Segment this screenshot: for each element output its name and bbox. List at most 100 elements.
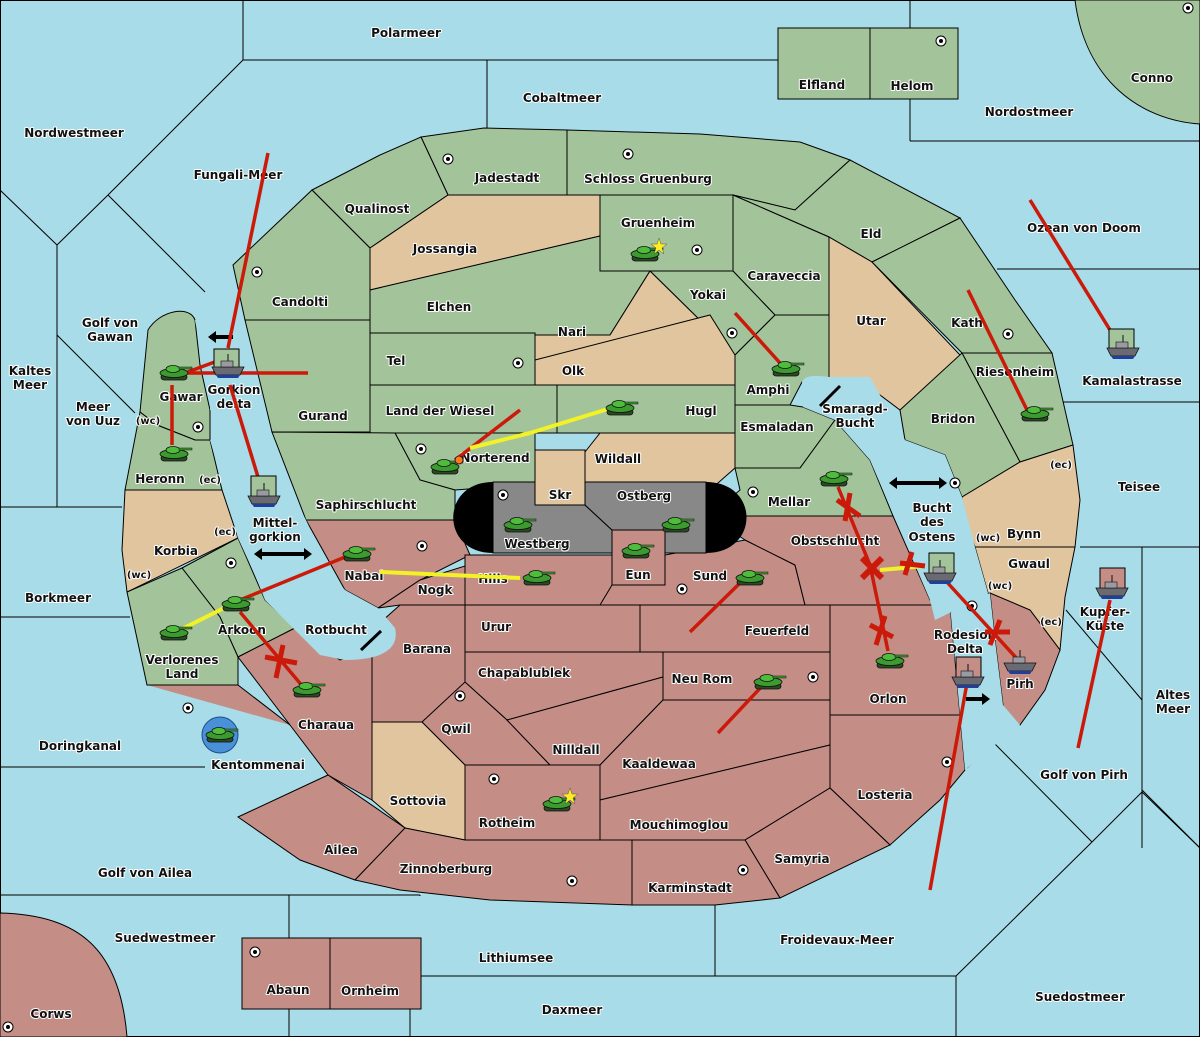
label: Jadestadt: [474, 171, 540, 185]
label: Altes: [1156, 688, 1190, 702]
move-orders: [170, 152, 1112, 891]
label: Teisee: [1118, 480, 1160, 494]
label: des: [920, 515, 944, 529]
label: Golf von: [82, 316, 138, 330]
label: Daxmeer: [542, 1003, 603, 1017]
label: Kaltes: [9, 364, 52, 378]
label: Kamalastrasse: [1082, 374, 1182, 388]
label: Elchen: [427, 300, 472, 314]
label: Mittel-: [253, 516, 298, 530]
coast-marker: (ec): [199, 475, 221, 486]
label: Gawar: [159, 390, 202, 404]
label: Ailea: [324, 843, 358, 857]
label: Golf von Pirh: [1040, 768, 1128, 782]
label: Gorkion: [208, 383, 261, 397]
label: Sund: [693, 569, 727, 583]
label: Lithiumsee: [479, 951, 554, 965]
label: Rotheim: [479, 816, 536, 830]
label: Nilldall: [552, 743, 599, 757]
label: Chapablublek: [478, 666, 571, 680]
label: Land der Wiesel: [386, 404, 495, 418]
province-karminstadt[interactable]: [631, 839, 781, 906]
label: Ostens: [909, 530, 956, 544]
coast-marker: (ec): [1040, 617, 1062, 628]
label: Nari: [558, 325, 586, 339]
label: Mouchimoglou: [630, 818, 729, 832]
province-korbia[interactable]: [121, 489, 239, 593]
label: Gurand: [298, 409, 348, 423]
label: Yokai: [689, 288, 726, 302]
province-ornheim[interactable]: [329, 937, 422, 1010]
label: Saphirschlucht: [316, 498, 417, 512]
support-orders: [179, 407, 926, 632]
label: Meer: [1156, 702, 1190, 716]
coast-marker: (wc): [127, 570, 151, 581]
convoy-arrows: [208, 331, 990, 705]
label: Zinnoberburg: [400, 862, 492, 876]
label: Conno: [1131, 71, 1173, 85]
coast-marker: (wc): [136, 416, 160, 427]
label: Charaua: [298, 718, 354, 732]
label: Ornheim: [341, 984, 399, 998]
label: Schloss Gruenburg: [584, 172, 712, 186]
label: Helom: [890, 79, 933, 93]
label: Feuerfeld: [745, 624, 810, 638]
label: Verlorenes: [146, 653, 219, 667]
label: Meer: [13, 378, 47, 392]
sea-rotbucht[interactable]: [255, 572, 396, 660]
home-star-icon: [650, 237, 668, 255]
label: Caraveccia: [747, 269, 820, 283]
label: Qualinost: [345, 202, 410, 216]
label: Smaragd-: [822, 402, 887, 416]
province-kath[interactable]: [871, 217, 1053, 354]
label: Kupfer-: [1080, 605, 1130, 619]
label: Esmaladan: [740, 420, 813, 434]
label: Olk: [562, 364, 585, 378]
label: Nabai: [345, 569, 384, 583]
label: Eld: [861, 227, 882, 241]
label: Arkoon: [218, 623, 266, 637]
label: Nordwestmeer: [24, 126, 124, 140]
label: Pirh: [1006, 677, 1033, 691]
label: Wildall: [595, 452, 641, 466]
province-corws[interactable]: [0, 912, 128, 1037]
label: Westberg: [504, 537, 569, 551]
label: Neu Rom: [672, 672, 733, 686]
impassable-mountain-caps: [453, 482, 747, 553]
label: Delta: [947, 642, 983, 656]
label: Rodesion: [934, 628, 996, 642]
label: Jossangia: [412, 242, 477, 256]
label: Doringkanal: [39, 739, 121, 753]
label: Bridon: [931, 412, 976, 426]
label: Bynn: [1007, 527, 1041, 541]
label: Gruenheim: [621, 216, 695, 230]
label: Elfland: [799, 78, 845, 92]
label: Barana: [403, 642, 451, 656]
label: Kath: [951, 316, 983, 330]
label: Ozean von Doom: [1027, 221, 1141, 235]
label: Gwaul: [1008, 557, 1050, 571]
coast-marker: (wc): [988, 581, 1012, 592]
label: Karminstadt: [648, 881, 732, 895]
home-star-icon: [561, 787, 579, 805]
label: Tel: [387, 354, 406, 368]
label: Samyria: [774, 852, 829, 866]
destroyed-x-icon: [859, 555, 885, 581]
label: Orlon: [869, 692, 906, 706]
label: Utar: [856, 314, 886, 328]
label: Nogk: [418, 583, 454, 597]
province-kentommenai[interactable]: [147, 684, 291, 726]
coast-marker: (wc): [976, 533, 1000, 544]
province-conno[interactable]: [1074, 0, 1200, 125]
province-ostberg[interactable]: [584, 481, 707, 554]
label: Polarmeer: [371, 26, 441, 40]
province-gruenheim[interactable]: [599, 194, 734, 272]
dislodged-icon: [454, 455, 464, 465]
label: Kentommenai: [211, 758, 305, 772]
label: Abaun: [266, 983, 309, 997]
failed-order-markers: [264, 492, 1010, 679]
label: Golf von Ailea: [98, 866, 192, 880]
label: Ostberg: [617, 489, 671, 503]
coast-marker: (ec): [214, 527, 236, 538]
